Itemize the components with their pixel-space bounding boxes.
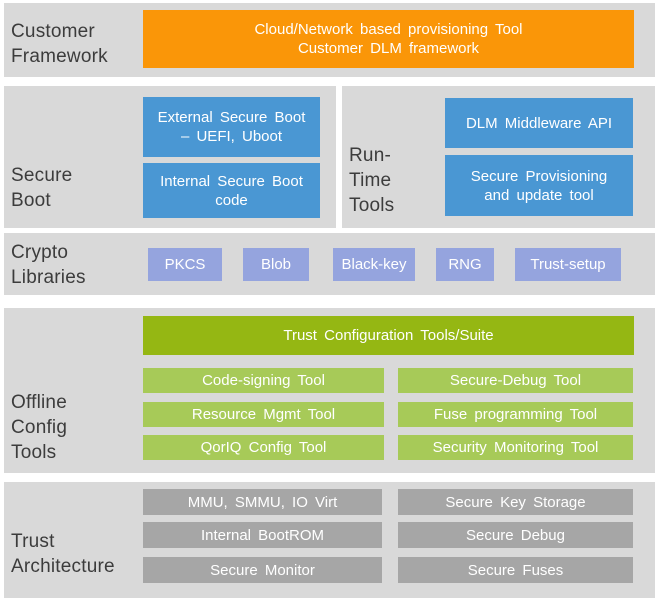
box-line: RNG	[448, 256, 482, 273]
box-line: code	[215, 191, 248, 209]
box-line: Resource Mgmt Tool	[191, 406, 336, 423]
box-line: Secure Fuses	[467, 561, 564, 579]
external-secure-boot-box: External Secure Boot – UEFI, Uboot	[143, 97, 320, 157]
box-line: Customer DLM framework	[297, 40, 480, 57]
offline-config-tools-panel: Offline Config Tools Trust Configuration…	[4, 308, 655, 473]
label-line: Customer	[11, 21, 95, 42]
trust-architecture-label: Trust Architecture	[11, 529, 115, 579]
secure-fuses-box: Secure Fuses	[398, 557, 633, 583]
secure-boot-label: Secure Boot	[11, 163, 72, 213]
box-line: Secure-Debug Tool	[449, 372, 582, 389]
trust-configuration-tools-box: Trust Configuration Tools/Suite	[143, 316, 634, 355]
box-line: External Secure Boot	[157, 109, 306, 126]
label-line: Crypto	[11, 242, 69, 263]
rng-box: RNG	[436, 248, 494, 281]
secure-monitor-box: Secure Monitor	[143, 557, 382, 583]
label-line: Run-	[349, 145, 391, 166]
box-line: Trust-setup	[530, 256, 606, 273]
label-line: Boot	[11, 190, 51, 211]
box-line: Secure Debug	[466, 526, 565, 544]
trust-setup-box: Trust-setup	[515, 248, 621, 281]
fuse-programming-tool-box: Fuse programming Tool	[398, 402, 633, 427]
box-line: Blob	[260, 256, 292, 273]
resource-mgmt-tool-box: Resource Mgmt Tool	[143, 402, 384, 427]
box-line: PKCS	[164, 256, 206, 273]
cloud-provisioning-box: Cloud/Network based provisioning Tool Cu…	[143, 10, 634, 68]
crypto-libraries-panel: Crypto Libraries PKCS Blob Black-key RNG…	[4, 233, 655, 295]
label-line: Tools	[349, 195, 395, 216]
box-line: Cloud/Network based provisioning Tool	[254, 21, 523, 38]
label-line: Trust	[11, 531, 55, 552]
box-line: Secure Key Storage	[445, 493, 586, 511]
box-line: Secure Provisioning	[470, 167, 608, 185]
trust-architecture-panel: Trust Architecture MMU, SMMU, IO Virt In…	[4, 482, 655, 598]
run-time-tools-label: Run- Time Tools	[349, 143, 394, 218]
label-line: Architecture	[11, 556, 115, 577]
label-line: Offline	[11, 392, 67, 413]
box-line: Security Monitoring Tool	[432, 439, 599, 456]
security-monitoring-tool-box: Security Monitoring Tool	[398, 435, 633, 460]
secure-debug-box: Secure Debug	[398, 522, 633, 548]
code-signing-tool-box: Code-signing Tool	[143, 368, 384, 393]
secure-key-storage-box: Secure Key Storage	[398, 489, 633, 515]
box-line: DLM Middleware API	[465, 114, 613, 132]
box-line: Internal Secure Boot	[160, 172, 303, 190]
offline-config-tools-label: Offline Config Tools	[11, 390, 67, 465]
box-line: MMU, SMMU, IO Virt	[187, 493, 338, 511]
label-line: Secure	[11, 165, 73, 186]
secure-debug-tool-box: Secure-Debug Tool	[398, 368, 633, 393]
label-line: Config	[11, 417, 68, 438]
black-key-box: Black-key	[333, 248, 415, 281]
box-line: – UEFI, Uboot	[180, 128, 283, 145]
customer-framework-label: Customer Framework	[11, 19, 108, 69]
box-line: Code-signing Tool	[202, 372, 325, 389]
box-line: Fuse programming Tool	[433, 406, 598, 423]
label-line: Libraries	[11, 267, 86, 288]
label-line: Time	[349, 170, 392, 191]
internal-bootrom-box: Internal BootROM	[143, 522, 382, 548]
label-line: Framework	[11, 46, 108, 67]
customer-framework-panel: Customer Framework Cloud/Network based p…	[4, 3, 655, 77]
qoriq-config-tool-box: QorIQ Config Tool	[143, 435, 384, 460]
run-time-tools-panel: Run- Time Tools DLM Middleware API Secur…	[342, 86, 655, 228]
blob-box: Blob	[243, 248, 309, 281]
crypto-libraries-label: Crypto Libraries	[11, 240, 86, 290]
box-line: Secure Monitor	[210, 561, 315, 579]
mmu-smmu-io-virt-box: MMU, SMMU, IO Virt	[143, 489, 382, 515]
dlm-middleware-api-box: DLM Middleware API	[445, 98, 633, 148]
box-line: Trust Configuration Tools/Suite	[283, 327, 494, 344]
box-line: Black-key	[341, 256, 407, 273]
box-line: Internal BootROM	[200, 526, 325, 544]
box-line: and update tool	[484, 186, 594, 204]
label-line: Tools	[11, 442, 57, 463]
box-line: QorIQ Config Tool	[200, 439, 327, 456]
secure-provisioning-box: Secure Provisioning and update tool	[445, 155, 633, 216]
pkcs-box: PKCS	[148, 248, 222, 281]
internal-secure-boot-box: Internal Secure Boot code	[143, 163, 320, 218]
secure-boot-panel: Secure Boot External Secure Boot – UEFI,…	[4, 86, 336, 228]
